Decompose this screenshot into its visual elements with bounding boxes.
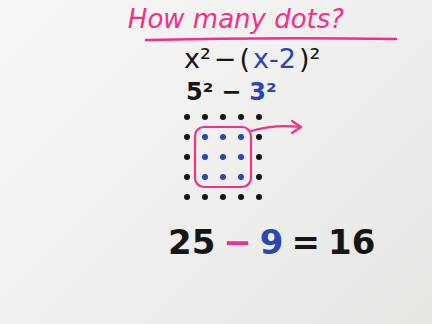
- numbers-line: 5²−3²: [186, 77, 277, 107]
- result-line: 25−9=16: [168, 222, 375, 262]
- highlight-box: [195, 127, 251, 187]
- arrow-head: [292, 121, 301, 133]
- math-term: −: [223, 222, 252, 262]
- title-underline: [146, 38, 396, 40]
- expression-line: x²−(x-2)²: [184, 42, 320, 75]
- math-term: =: [292, 222, 321, 262]
- math-term: x-2: [253, 42, 296, 75]
- math-term: 16: [328, 222, 375, 262]
- title-text: How many dots?: [128, 3, 344, 35]
- math-term: 25: [168, 222, 215, 262]
- math-term: −: [221, 77, 241, 107]
- math-term: x²: [184, 42, 211, 75]
- math-term: 3²: [249, 77, 276, 107]
- dot-grid: [184, 114, 262, 200]
- math-term: (: [239, 42, 250, 75]
- math-term: −: [214, 42, 237, 75]
- math-term: 9: [260, 222, 284, 262]
- math-term: 5²: [186, 77, 213, 107]
- math-term: )²: [299, 42, 320, 75]
- title-line: How many dots?: [0, 3, 432, 35]
- pink-arrow: [251, 126, 300, 131]
